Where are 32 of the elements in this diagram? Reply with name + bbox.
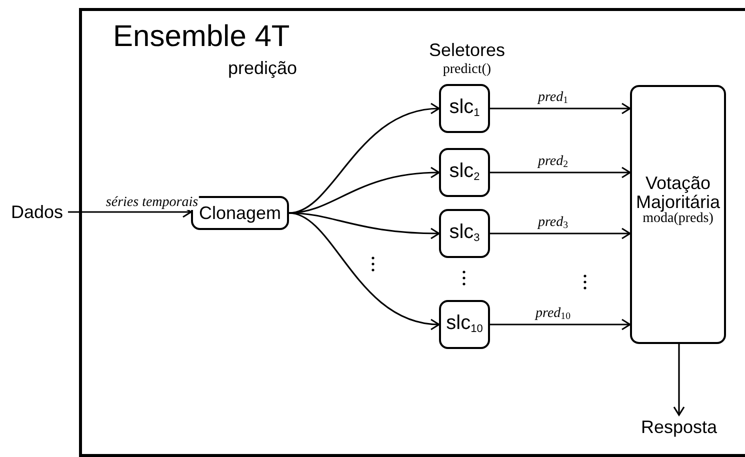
node-label: Clonagem (198, 204, 282, 222)
edge-label: séries temporais (104, 196, 200, 210)
method-label: predict() (442, 63, 492, 78)
arrow (288, 212, 440, 330)
node-label: slc$_{1}$ (449, 97, 480, 120)
column-heading: Seletores (428, 41, 506, 60)
node-label: slc$_{10}$ (446, 313, 483, 336)
arrow (490, 318, 631, 330)
edge-label: pred$_{2}$ (536, 154, 570, 170)
node-label: Dados (10, 202, 64, 222)
voting-box (630, 85, 726, 344)
node-title: Votação Majoritária (634, 174, 722, 212)
edge-label: pred$_{1}$ (536, 90, 570, 106)
selector-box (439, 148, 490, 197)
arrow (288, 167, 440, 214)
arrow (490, 166, 631, 178)
frame-heading: Ensemble 4T (113, 21, 290, 52)
arrow (490, 102, 631, 114)
arrow (673, 344, 685, 416)
node-label: Resposta (640, 418, 718, 436)
node-formula: moda(preds) (642, 212, 714, 227)
ensemble-frame (79, 8, 745, 457)
node-label: slc$_{3}$ (449, 222, 480, 245)
selector-box (439, 209, 490, 258)
edge-label: pred$_{3}$ (536, 216, 570, 231)
selector-box (439, 300, 490, 349)
arrow (490, 228, 631, 240)
frame-subheading: predição (228, 59, 298, 78)
edge-label: pred$_{10}$ (534, 306, 572, 322)
arrow (288, 212, 440, 240)
selector-box (439, 84, 490, 133)
node-label: slc$_{2}$ (449, 161, 480, 184)
